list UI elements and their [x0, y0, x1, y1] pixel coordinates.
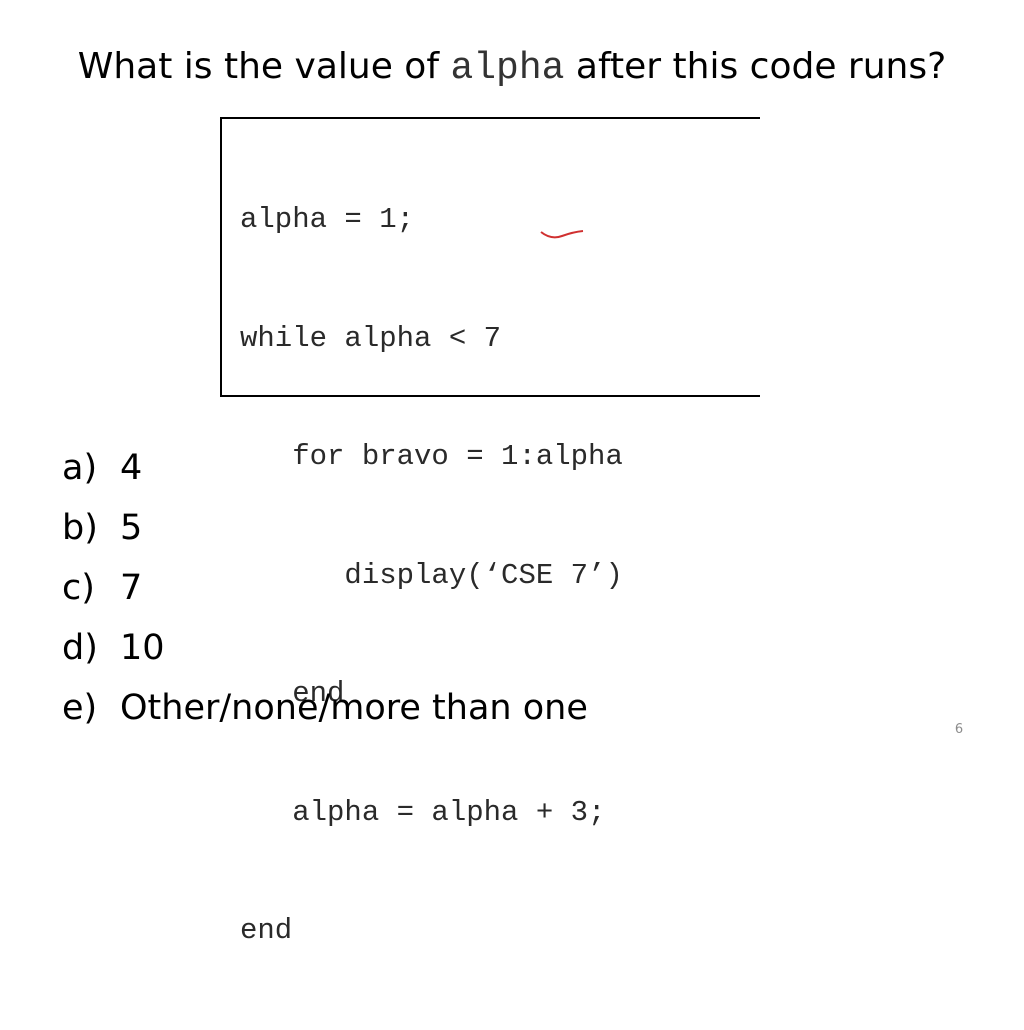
code-line: while alpha < 7: [240, 321, 502, 355]
code-line: end: [240, 914, 293, 947]
code-box: alpha = 1; while alpha < 7 for bravo = 1…: [220, 117, 760, 947]
answer-option-a: a) 4: [62, 438, 588, 498]
page-number: 6: [954, 722, 964, 737]
option-text: 10: [120, 628, 165, 668]
title-code-variable: alpha: [450, 47, 565, 90]
option-letter: b): [62, 508, 98, 548]
title-text-after: after this code runs?: [564, 46, 947, 87]
answer-option-d: d) 10: [62, 618, 588, 678]
answer-options: a) 4 b) 5 c) 7 d) 10 e) Other/none/more …: [62, 438, 588, 738]
option-text: 4: [120, 448, 143, 488]
spellcheck-squiggle: [540, 230, 584, 239]
question-title: What is the value of alpha after this co…: [0, 42, 1024, 94]
option-letter: e): [62, 688, 98, 728]
answer-option-b: b) 5: [62, 498, 588, 558]
code-line: display(‘CSE 7’): [240, 558, 623, 592]
option-letter: d): [62, 628, 98, 668]
option-text: 7: [120, 568, 143, 608]
slide: What is the value of alpha after this co…: [0, 42, 1024, 947]
code-line: alpha = alpha + 3;: [240, 795, 606, 829]
answer-option-c: c) 7: [62, 558, 588, 618]
code-line: end: [240, 677, 345, 710]
option-text: 5: [120, 508, 143, 548]
option-letter: a): [62, 448, 98, 488]
option-letter: c): [62, 568, 95, 608]
code-line: alpha = 1;: [240, 203, 415, 236]
code-line: for bravo = 1:alpha: [240, 440, 623, 473]
title-text-before: What is the value of: [77, 46, 451, 87]
answer-option-e: e) Other/none/more than one: [62, 678, 588, 738]
option-text: Other/none/more than one: [120, 688, 588, 728]
